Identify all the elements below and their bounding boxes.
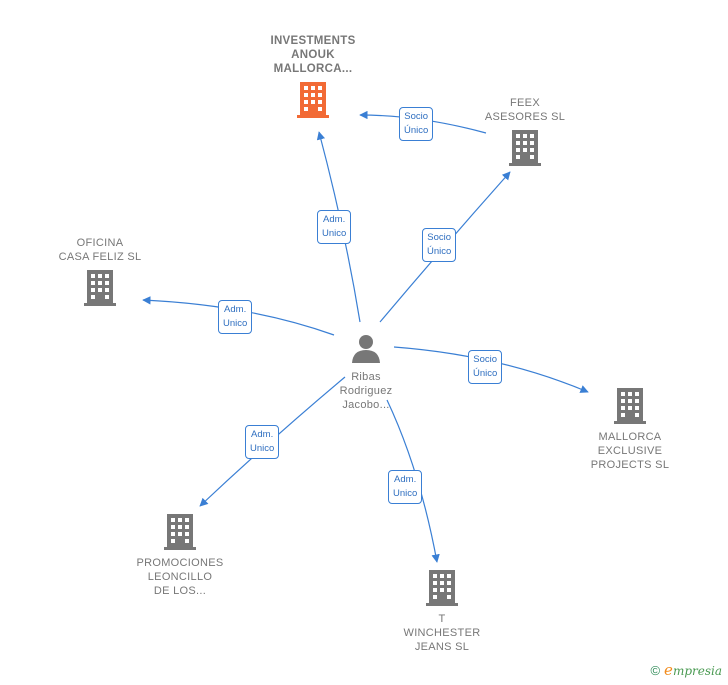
edge-label-person-oficina[interactable]: Adm. Unico xyxy=(218,300,253,334)
building-icon xyxy=(509,130,541,170)
building-icon xyxy=(84,270,116,310)
node-promociones-leoncillo[interactable]: PROMOCIONES LEONCILLO DE LOS... xyxy=(125,514,235,598)
edge-label-person-investments[interactable]: Adm. Unico xyxy=(317,210,352,244)
edge-label-feex-investments[interactable]: Socio Único xyxy=(399,107,434,141)
edge-label-person-winchester[interactable]: Adm. Unico xyxy=(388,470,423,504)
building-icon xyxy=(297,82,329,122)
node-label: FEEX ASESORES SL xyxy=(484,97,566,123)
node-label: MALLORCA EXCLUSIVE PROJECTS SL xyxy=(590,431,670,471)
brand-logo-letter: e xyxy=(664,661,673,679)
node-label: PROMOCIONES LEONCILLO DE LOS... xyxy=(136,557,224,597)
node-t-winchester-jeans[interactable]: T WINCHESTER JEANS SL xyxy=(387,570,497,654)
person-icon xyxy=(351,333,381,367)
building-icon xyxy=(426,570,458,610)
node-label: OFICINA CASA FELIZ SL xyxy=(58,237,142,263)
node-label: T WINCHESTER JEANS SL xyxy=(403,613,481,653)
node-label: Ribas Rodriguez Jacobo... xyxy=(339,371,393,411)
empresia-brand[interactable]: ©empresia xyxy=(650,661,722,679)
node-oficina-casa-feliz[interactable]: OFICINA CASA FELIZ SL xyxy=(45,236,155,310)
edge-label-person-mallorca[interactable]: Socio Único xyxy=(468,350,503,384)
node-mallorca-exclusive[interactable]: MALLORCA EXCLUSIVE PROJECTS SL xyxy=(575,388,685,472)
building-icon xyxy=(614,388,646,428)
edge-label-person-feex[interactable]: Socio Único xyxy=(422,228,457,262)
node-person-ribas[interactable]: Ribas Rodriguez Jacobo... xyxy=(321,333,411,412)
node-feex-asesores[interactable]: FEEX ASESORES SL xyxy=(470,96,580,170)
edge-label-person-promociones[interactable]: Adm. Unico xyxy=(245,425,280,459)
brand-logo-text: mpresia xyxy=(672,664,722,678)
building-icon xyxy=(164,514,196,554)
node-investments-anouk[interactable]: INVESTMENTS ANOUK MALLORCA... xyxy=(253,34,373,122)
copyright-symbol: © xyxy=(650,663,661,678)
node-label: INVESTMENTS ANOUK MALLORCA... xyxy=(270,35,356,75)
